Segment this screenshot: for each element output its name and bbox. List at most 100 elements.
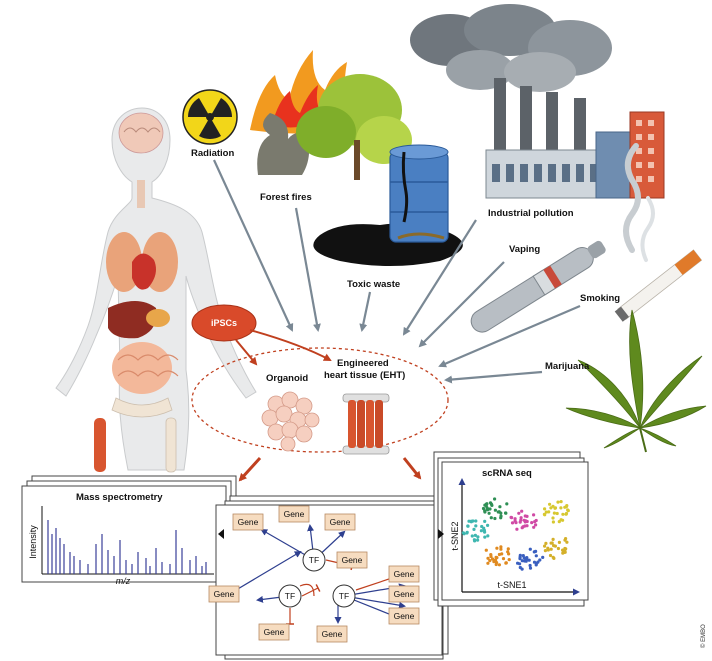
mass-spec-xlabel: m/z: [116, 576, 131, 586]
cell-point: [485, 507, 489, 511]
label-marijuana: Marijuana: [545, 361, 590, 372]
cell-point: [476, 538, 480, 542]
cell-point: [473, 533, 477, 538]
gene-node: Gene: [208, 585, 240, 603]
cell-point: [532, 550, 536, 554]
cell-point: [461, 531, 465, 535]
cell-point: [515, 527, 519, 531]
cell-point: [483, 519, 487, 524]
cell-point: [513, 517, 517, 521]
scrna-ylabel: t-SNE2: [450, 521, 460, 550]
cell-point: [499, 514, 503, 518]
cell-point: [494, 555, 498, 559]
tf-node: TF: [302, 548, 326, 572]
cell-point: [486, 556, 490, 560]
cell-point: [547, 510, 551, 514]
gene-node: Gene: [388, 565, 420, 583]
cell-point: [488, 559, 492, 563]
cell-point: [488, 501, 493, 505]
cell-point: [486, 534, 490, 538]
cell-point: [525, 556, 529, 560]
cell-point: [499, 545, 503, 549]
human-body-illustration: [55, 107, 257, 473]
cell-point: [528, 547, 532, 551]
cell-point: [538, 558, 542, 562]
cell-point: [553, 506, 558, 510]
tf-label: TF: [309, 555, 319, 565]
organoid-icon: [261, 391, 320, 452]
cell-point: [517, 511, 521, 515]
cell-point: [496, 510, 500, 514]
bone-leg-icon: [165, 417, 177, 473]
tf-node: TF: [332, 584, 356, 608]
cell-point: [492, 560, 496, 564]
mass-spec-ylabel: Intensity: [28, 525, 38, 559]
cell-point: [551, 516, 555, 520]
cell-point: [493, 516, 497, 521]
cell-point: [548, 502, 552, 506]
cell-point: [563, 550, 567, 554]
gene-node: Gene: [278, 505, 310, 523]
cell-point: [499, 511, 503, 515]
cell-point: [465, 530, 469, 534]
cell-point: [566, 508, 570, 512]
cell-point: [528, 563, 532, 568]
cell-point: [532, 513, 536, 517]
cell-point: [543, 507, 547, 511]
cell-point: [564, 511, 569, 516]
cell-point: [507, 552, 511, 556]
cell-point: [482, 528, 486, 532]
gene-node: Gene: [336, 551, 368, 569]
cell-point: [546, 548, 550, 552]
gene-label: Gene: [284, 509, 305, 519]
label-vaping: Vaping: [509, 244, 540, 255]
cell-point: [520, 567, 524, 571]
cell-point: [480, 524, 484, 529]
cell-point: [525, 524, 529, 528]
cell-point: [544, 541, 548, 546]
cell-point: [549, 506, 553, 510]
cell-point: [528, 566, 533, 570]
cell-point: [518, 557, 522, 561]
radiation-icon: [182, 89, 238, 145]
cell-point: [489, 553, 493, 557]
liver-icon: [108, 301, 157, 339]
cell-point: [555, 511, 559, 516]
label-forest-fires: Forest fires: [260, 192, 312, 203]
cell-point: [489, 516, 493, 520]
cell-point: [543, 544, 547, 548]
label-toxic-waste: Toxic waste: [347, 279, 400, 290]
cell-point: [476, 535, 480, 539]
ipscs-label: iPSCs: [211, 318, 237, 328]
cell-point: [518, 520, 522, 524]
cell-point: [527, 558, 531, 562]
mass-spec-title: Mass spectrometry: [76, 492, 163, 503]
cell-point: [488, 507, 492, 511]
cell-point: [497, 552, 501, 557]
cell-point: [472, 527, 476, 532]
cell-point: [532, 525, 536, 529]
gene-label: Gene: [238, 517, 259, 527]
mass-spectrometry-panel: Mass spectrometry Intensity m/z: [21, 475, 237, 586]
cell-point: [520, 559, 524, 563]
cell-point: [493, 497, 497, 501]
tsne-clusters: [461, 497, 570, 571]
cell-point: [522, 518, 526, 522]
cell-point: [519, 516, 523, 520]
cell-point: [479, 529, 483, 533]
cell-point: [501, 557, 506, 561]
tf-label: TF: [285, 591, 295, 601]
cell-point: [541, 555, 545, 560]
cell-point: [521, 525, 525, 529]
cell-point: [522, 556, 526, 560]
pelvis-icon: [111, 397, 173, 418]
cell-point: [498, 505, 502, 509]
factory-pollution-icon: [410, 4, 665, 199]
cell-point: [561, 518, 565, 522]
gene-label: Gene: [330, 517, 351, 527]
cell-point: [504, 511, 508, 515]
cell-point: [507, 558, 511, 562]
cell-point: [474, 519, 478, 523]
